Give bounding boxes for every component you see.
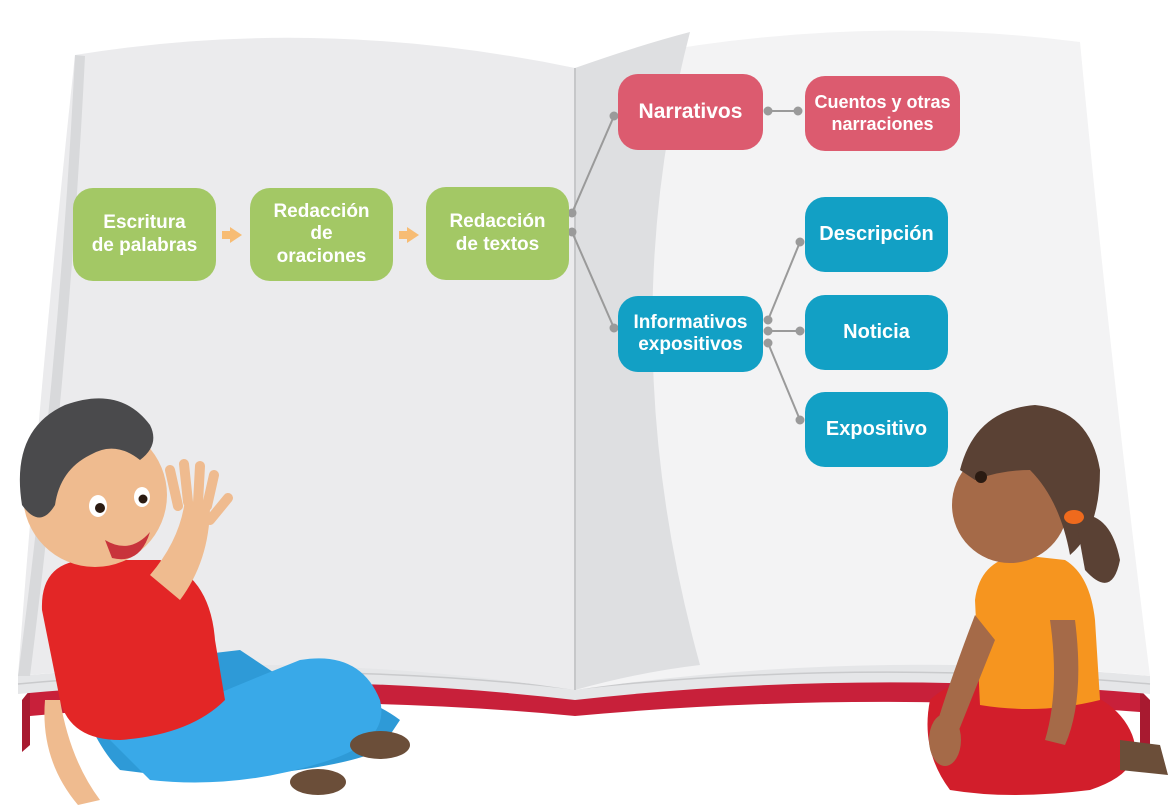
arrow-right-icon bbox=[399, 227, 419, 243]
node-line: Redacción bbox=[273, 200, 370, 222]
node-line: de bbox=[310, 223, 333, 245]
arrow-right-icon bbox=[222, 227, 242, 243]
node-line: de textos bbox=[455, 233, 540, 255]
node-narrativos: Narrativos bbox=[618, 74, 763, 150]
node-noticia: Noticia bbox=[805, 295, 948, 370]
node-line: de palabras bbox=[91, 234, 198, 256]
node-line: expositivos bbox=[638, 334, 743, 355]
node-expositivo: Expositivo bbox=[805, 392, 948, 467]
boy-character bbox=[19, 398, 410, 805]
girl-character bbox=[927, 405, 1168, 795]
node-line: Noticia bbox=[843, 320, 910, 343]
node-line: Cuentos y otras bbox=[814, 92, 951, 113]
node-descripcion: Descripción bbox=[805, 197, 948, 272]
node-line: Narrativos bbox=[638, 99, 743, 123]
node-line: Descripción bbox=[819, 222, 934, 245]
diagram-connectors bbox=[567, 106, 805, 425]
node-line: Escritura bbox=[103, 212, 186, 234]
node-line: Informativos bbox=[633, 311, 748, 333]
node-line: narraciones bbox=[831, 113, 934, 134]
node-line: Expositivo bbox=[825, 417, 928, 440]
node-line: Redacción bbox=[449, 211, 546, 233]
node-line: oraciones bbox=[276, 245, 367, 267]
